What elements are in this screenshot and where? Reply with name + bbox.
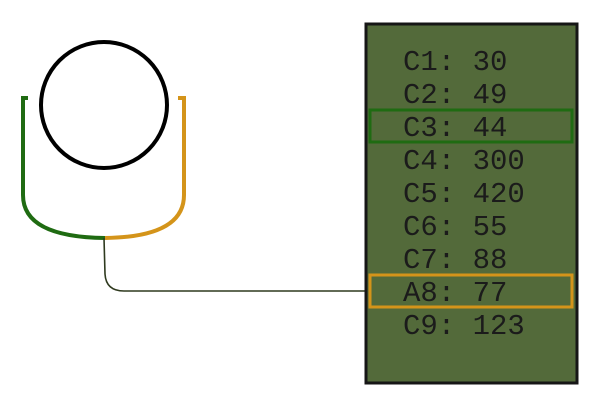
highlight-box-orange	[368, 273, 574, 309]
bracket-symbol	[21, 40, 186, 240]
list-item: C6: 55	[403, 211, 507, 244]
list-items: C1: 30 C2: 49 C3: 44 C4: 300 C5: 420 C6:…	[403, 46, 525, 343]
list-item: C7: 88	[403, 244, 507, 277]
circle-node	[39, 40, 169, 170]
list-item: C9: 123	[403, 310, 525, 343]
bracket-left-arm	[21, 96, 106, 240]
list-item: C1: 30	[403, 46, 507, 79]
list-item: A8: 77	[403, 277, 507, 310]
list-item: C5: 420	[403, 178, 525, 211]
list-panel	[364, 22, 579, 385]
connector-line	[103, 237, 368, 292]
highlight-box-green	[368, 108, 574, 144]
list-item: C3: 44	[403, 112, 507, 145]
list-item: C2: 49	[403, 79, 507, 112]
bracket-right-arm	[104, 96, 186, 240]
list-item: C4: 300	[403, 145, 525, 178]
